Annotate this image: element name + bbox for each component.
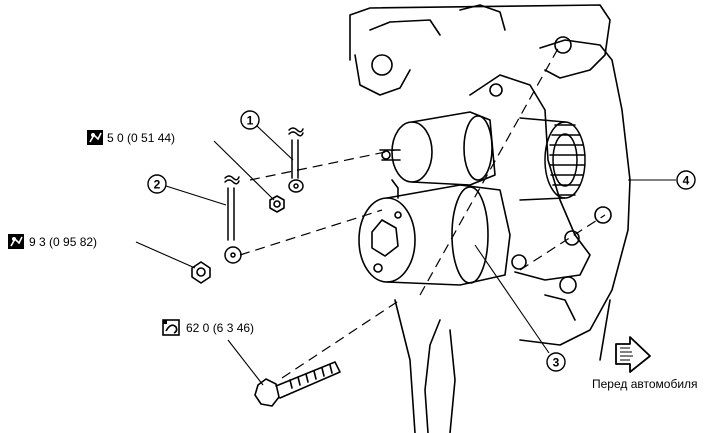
vehicle-front-indicator: Перед автомобиля: [592, 336, 698, 391]
torque-wrench-icon: [8, 234, 24, 249]
torque-value-3: 62 0 (6 3 46): [186, 321, 254, 335]
torque-wrench-alt-icon: [162, 319, 180, 336]
callout-4-number: 4: [683, 174, 690, 188]
engine-block: [349, 4, 631, 433]
callout-2: 2: [147, 174, 167, 194]
starter-solenoid: [379, 111, 496, 186]
callout-4: 4: [676, 170, 696, 190]
pinion-gear: [519, 117, 586, 201]
terminal-nut-small: [269, 195, 285, 213]
starter-bracket: [469, 74, 591, 281]
vehicle-front-label: Перед автомобиля: [592, 377, 698, 391]
callout-3: 3: [546, 352, 566, 372]
torque-value-2: 9 3 (0 95 82): [29, 235, 97, 249]
torque-value-1: 5 0 (0 51 44): [107, 131, 175, 145]
callout-3-number: 3: [553, 356, 560, 370]
leader-lines: [135, 125, 676, 386]
torque-spec-2: 9 3 (0 95 82): [8, 234, 97, 249]
callout-1: 1: [240, 110, 260, 130]
torque-wrench-icon: [87, 130, 103, 145]
battery-cable: [288, 127, 304, 193]
vehicle-front-arrow-icon: [615, 336, 651, 373]
torque-spec-3: 62 0 (6 3 46): [162, 319, 254, 336]
torque-spec-1: 5 0 (0 51 44): [87, 130, 175, 145]
mounting-bolt: [254, 361, 341, 407]
alignment-lines: [239, 44, 606, 379]
starter-motor-body: [358, 179, 511, 286]
terminal-nut-large: [191, 261, 211, 284]
callout-1-number: 1: [247, 114, 254, 128]
callout-2-number: 2: [154, 178, 161, 192]
s-terminal-harness: [224, 175, 242, 264]
